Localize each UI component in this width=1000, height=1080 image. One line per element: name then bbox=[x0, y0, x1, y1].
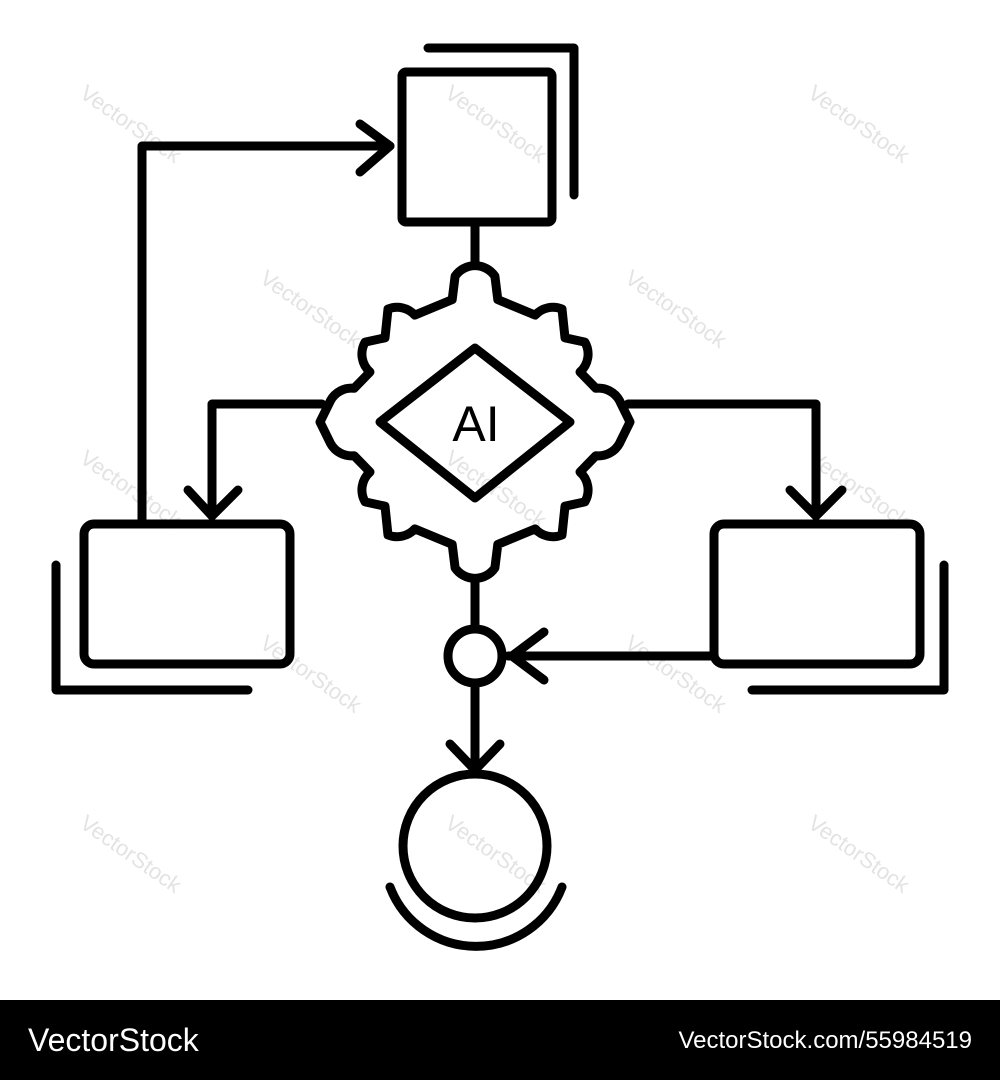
right-box-rect bbox=[709, 519, 925, 669]
connector-gear-left bbox=[207, 399, 327, 521]
ai-label: AI bbox=[452, 396, 499, 452]
end-circle bbox=[398, 769, 552, 923]
left-box-rect bbox=[79, 519, 295, 669]
diamond-shape bbox=[375, 343, 575, 503]
right-box bbox=[709, 519, 949, 695]
gear-icon bbox=[315, 261, 635, 583]
left-box bbox=[51, 519, 295, 695]
left-box-shadow bbox=[51, 560, 253, 695]
top-box-shadow bbox=[423, 43, 579, 200]
loop-line-left bbox=[137, 141, 395, 527]
top-box-rect bbox=[397, 67, 557, 227]
footer-bar: VectorStock VectorStock.com/55984519 bbox=[0, 1000, 1000, 1080]
junction-circle bbox=[443, 624, 507, 688]
arrow-head-to-left-box bbox=[183, 485, 243, 521]
arrow-head-to-top-box bbox=[355, 119, 395, 177]
footer-image-id: VectorStock.com/55984519 bbox=[678, 1027, 972, 1054]
ai-flowchart-diagram: AI bbox=[51, 43, 949, 951]
top-box bbox=[397, 43, 579, 227]
connector-gear-right bbox=[623, 399, 821, 521]
arrow-head-to-junction bbox=[507, 627, 549, 685]
arrow-head-to-right-box bbox=[785, 485, 847, 521]
footer-brand: VectorStock bbox=[28, 1022, 199, 1058]
right-box-shadow bbox=[747, 560, 949, 695]
end-circle-shadow bbox=[385, 882, 567, 951]
